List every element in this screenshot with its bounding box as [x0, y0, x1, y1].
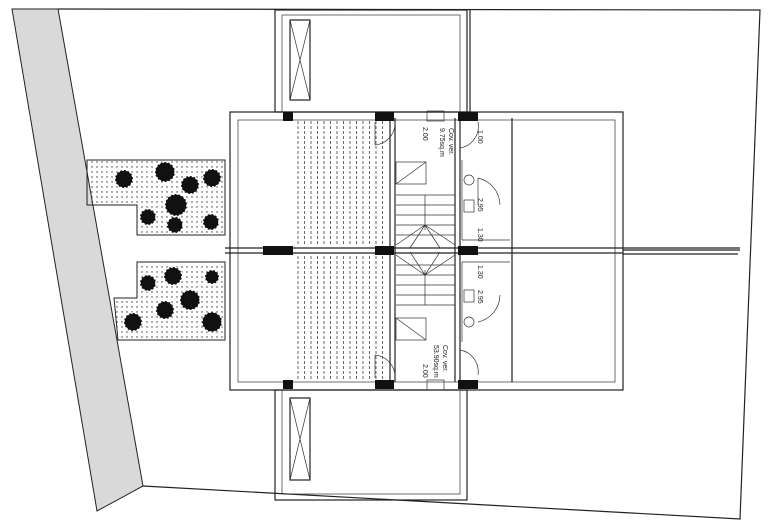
upper-area-label: Cov. ver. — [447, 128, 454, 155]
door-swings — [374, 121, 501, 379]
upper-annex — [274, 9, 468, 113]
tree-icon — [139, 274, 157, 292]
main-building — [229, 111, 624, 391]
top-core-window — [426, 110, 445, 122]
lower-annex — [274, 389, 468, 501]
tree-icon — [164, 193, 188, 217]
upper-door-dim: 1.00 — [476, 130, 483, 144]
tree-icon — [166, 216, 184, 234]
tree-icon — [163, 266, 183, 286]
tree-icon — [202, 213, 220, 231]
tree-icon — [114, 169, 134, 189]
upper-window — [289, 19, 311, 101]
stair-core-walls — [389, 118, 513, 382]
upper-wc-dim: 2.95 — [476, 198, 483, 212]
terrace-ramp-lines — [297, 121, 383, 381]
tree-symbols — [114, 161, 223, 333]
lower-wc-dim: 2.95 — [476, 290, 483, 304]
tree-icon — [154, 161, 176, 183]
tree-icon — [139, 208, 157, 226]
lower-annex-inner — [281, 389, 461, 495]
boundary-strip — [11, 8, 144, 512]
right-plot-lines — [469, 10, 740, 255]
tree-icon — [123, 312, 143, 332]
tree-icon — [201, 311, 223, 333]
column-blocks — [263, 112, 478, 389]
bottom-core-window — [426, 379, 445, 391]
upper-small-dim: 1.30 — [476, 228, 483, 242]
staircases — [395, 161, 456, 341]
upper-window-cross — [289, 19, 311, 101]
tree-icon — [204, 269, 220, 285]
tree-icon — [155, 300, 175, 320]
lower-width-dim: 2.00 — [421, 364, 428, 378]
wc-fixtures — [461, 160, 510, 342]
upper-annex-inner — [281, 14, 461, 113]
lower-window-cross — [289, 397, 311, 481]
upper-area-value: 9.75sq.m — [438, 128, 445, 157]
upper-width-dim: 2.00 — [421, 127, 428, 141]
lower-window — [289, 397, 311, 481]
tree-icon — [179, 289, 201, 311]
lower-area-value: 53.90sq.m — [432, 345, 439, 378]
tree-icon — [180, 175, 200, 195]
tree-icon — [202, 168, 222, 188]
lower-small-dim: 1.30 — [476, 265, 483, 279]
main-building-inner — [237, 119, 616, 383]
lower-area-label: Cov. ver. — [441, 345, 448, 372]
